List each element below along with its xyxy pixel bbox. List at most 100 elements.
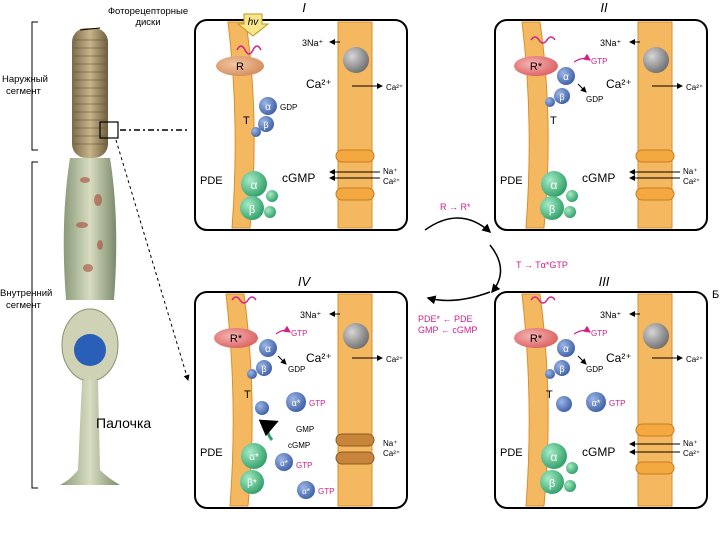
arrow-iii-to-iv (428, 292, 490, 300)
svg-text:IV: IV (298, 274, 312, 289)
discs-label-2: диски (135, 17, 160, 28)
svg-text:α: α (551, 450, 558, 464)
svg-text:Ca²⁺: Ca²⁺ (386, 355, 403, 364)
svg-text:III: III (599, 274, 610, 289)
svg-text:α*: α* (292, 398, 301, 408)
svg-text:GTP: GTP (296, 461, 312, 470)
svg-text:GTP: GTP (291, 329, 307, 338)
svg-text:α: α (265, 102, 271, 113)
svg-text:Ca²⁺: Ca²⁺ (606, 77, 632, 91)
svg-text:β: β (249, 204, 255, 216)
svg-text:GTP: GTP (591, 329, 607, 338)
svg-text:β: β (549, 204, 555, 216)
svg-text:GTP: GTP (309, 399, 325, 408)
svg-text:α: α (265, 344, 271, 355)
svg-text:PDE: PDE (200, 447, 223, 459)
svg-text:β: β (549, 478, 555, 490)
ca-out: Ca²⁺ (386, 83, 403, 92)
svg-text:3Na⁺: 3Na⁺ (300, 310, 322, 320)
transition-pde: PDE* ← PDE (418, 314, 473, 324)
svg-text:β*: β* (247, 478, 257, 489)
svg-text:cGMP: cGMP (282, 171, 315, 185)
receptor-label: R (236, 61, 244, 73)
svg-text:β: β (263, 120, 268, 130)
svg-text:cGMP: cGMP (288, 441, 310, 450)
transition-t: T → Tα*GTP (516, 260, 568, 270)
svg-text:GDP: GDP (586, 95, 603, 104)
panel-iii: III R* GTP 3Na⁺ Ca²⁺ Ca²⁺ α β GDP T α* G… (495, 274, 707, 508)
exchanger-ball (343, 47, 369, 73)
svg-text:T: T (244, 389, 251, 401)
svg-text:α*: α* (592, 398, 601, 408)
outer-segment-label-2: сегмент (6, 86, 42, 97)
panel-i: I hv R 3Na⁺ Ca²⁺ Ca²⁺ α β GDP T PDE α β … (195, 0, 407, 230)
panel-ii: II R* GTP 3Na⁺ Ca²⁺ Ca²⁺ α β GDP T PDE α… (495, 0, 707, 230)
svg-text:Ca²⁺: Ca²⁺ (383, 449, 400, 458)
svg-text:α*: α* (249, 452, 259, 463)
svg-text:β: β (559, 92, 564, 102)
outer-segment-label-1: Наружный (2, 74, 48, 85)
svg-text:cGMP: cGMP (582, 445, 615, 459)
svg-text:T: T (550, 115, 557, 127)
svg-text:α: α (251, 178, 258, 192)
svg-text:Ca²⁺: Ca²⁺ (686, 355, 703, 364)
svg-text:R*: R* (530, 61, 543, 73)
svg-text:Na⁺: Na⁺ (683, 167, 697, 176)
inner-segment-image (64, 158, 117, 300)
svg-text:R*: R* (230, 333, 243, 345)
zoom-line-to-iv (116, 140, 188, 380)
panel-iv: IV R* GTP 3Na⁺ Ca²⁺ Ca²⁺ α β GDP T α* GT… (195, 274, 407, 508)
inner-segment-label-2: сегмент (6, 300, 42, 311)
svg-text:PDE: PDE (500, 175, 523, 187)
svg-text:Ca²⁺: Ca²⁺ (683, 449, 700, 458)
svg-text:R*: R* (530, 333, 543, 345)
svg-text:α: α (551, 178, 558, 192)
panel-frame (195, 20, 407, 230)
svg-text:Na⁺: Na⁺ (383, 167, 397, 176)
svg-text:Ca²⁺: Ca²⁺ (683, 177, 700, 186)
corner-mark: Б (712, 289, 719, 301)
transducin-gamma (251, 127, 261, 137)
svg-text:GTP: GTP (609, 399, 625, 408)
cng-channel-top (336, 150, 374, 162)
svg-text:3Na⁺: 3Na⁺ (600, 38, 622, 48)
svg-text:GDP: GDP (288, 365, 305, 374)
svg-text:β: β (261, 364, 266, 374)
svg-text:α: α (563, 344, 569, 355)
svg-text:Na⁺: Na⁺ (683, 439, 697, 448)
nucleus-image (74, 334, 106, 366)
svg-text:Ca²⁺: Ca²⁺ (606, 351, 632, 365)
inner-segment-label-1: Внутренний (0, 288, 52, 299)
svg-text:GDP: GDP (586, 365, 603, 374)
svg-text:cGMP: cGMP (582, 171, 615, 185)
ca-label: Ca²⁺ (306, 77, 332, 91)
svg-text:GDP: GDP (280, 103, 297, 112)
svg-text:PDE: PDE (500, 447, 523, 459)
svg-text:Ca²⁺: Ca²⁺ (383, 177, 400, 186)
svg-text:α*: α* (280, 459, 288, 468)
svg-text:T: T (243, 115, 250, 127)
svg-text:α*: α* (302, 487, 310, 496)
cng-channel-closed-bottom (336, 452, 374, 464)
svg-text:GMP: GMP (296, 425, 314, 434)
svg-text:T: T (546, 389, 553, 401)
svg-text:Ca²⁺: Ca²⁺ (686, 83, 703, 92)
svg-text:Na⁺: Na⁺ (383, 439, 397, 448)
na-out: 3Na⁺ (302, 38, 324, 48)
cng-channel-closed-top (336, 434, 374, 446)
rod-label: Палочка (96, 415, 151, 431)
svg-text:PDE: PDE (200, 175, 223, 187)
svg-text:GTP: GTP (318, 487, 334, 496)
panel-numeral: I (302, 0, 306, 15)
discs-label-1: Фоторецепторные (108, 6, 188, 17)
arrow-ii-to-iii (490, 245, 501, 292)
light-label: hv (248, 17, 260, 28)
svg-text:Ca²⁺: Ca²⁺ (306, 351, 332, 365)
svg-text:α: α (563, 72, 569, 83)
transition-gmp: GMP ← cGMP (418, 325, 477, 335)
synaptic-terminal-image (60, 380, 120, 485)
transition-r: R → R* (440, 202, 471, 212)
svg-text:II: II (600, 0, 608, 15)
